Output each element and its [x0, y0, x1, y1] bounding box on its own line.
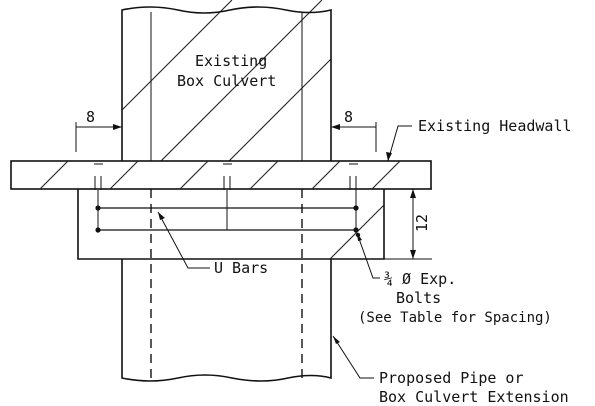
- callout-existing-headwall: Existing Headwall: [386, 117, 572, 162]
- bolt-center: [223, 163, 232, 230]
- bolts-line1: ¾ Ø Exp.: [384, 270, 456, 288]
- bolts-line2: Bolts: [396, 289, 441, 307]
- dim-left-label: 8: [86, 108, 95, 126]
- u-bars-label: U Bars: [214, 259, 268, 277]
- existing-culvert-line2: Box Culvert: [177, 72, 276, 90]
- expansion-bolts: [94, 163, 358, 230]
- existing-box-culvert: [121, 0, 332, 161]
- proposed-line2: Box Culvert Extension: [379, 388, 569, 406]
- existing-headwall-label: Existing Headwall: [418, 117, 572, 135]
- existing-culvert-line1: Existing: [195, 52, 267, 70]
- callout-proposed-extension: Proposed Pipe or Box Culvert Extension: [332, 335, 569, 406]
- extension-collar: [77, 189, 385, 260]
- bolts-line3: (See Table for Spacing): [358, 310, 552, 326]
- dimension-left: 8: [75, 108, 122, 152]
- dim-height-label: 12: [413, 214, 431, 232]
- bolt-left: [94, 163, 103, 190]
- proposed-extension-walls: [121, 189, 332, 382]
- dimension-height: 12: [384, 188, 432, 260]
- proposed-line1: Proposed Pipe or: [379, 369, 524, 387]
- dimension-right: 8: [331, 108, 377, 152]
- callout-existing-culvert: Existing Box Culvert: [177, 52, 276, 90]
- dim-right-label: 8: [344, 108, 353, 126]
- existing-headwall: [10, 160, 432, 190]
- bolt-right: [349, 163, 358, 190]
- u-bars: [95, 190, 361, 238]
- callout-u-bars: U Bars: [157, 211, 268, 277]
- callout-bolts: ¾ Ø Exp. Bolts (See Table for Spacing): [356, 232, 552, 326]
